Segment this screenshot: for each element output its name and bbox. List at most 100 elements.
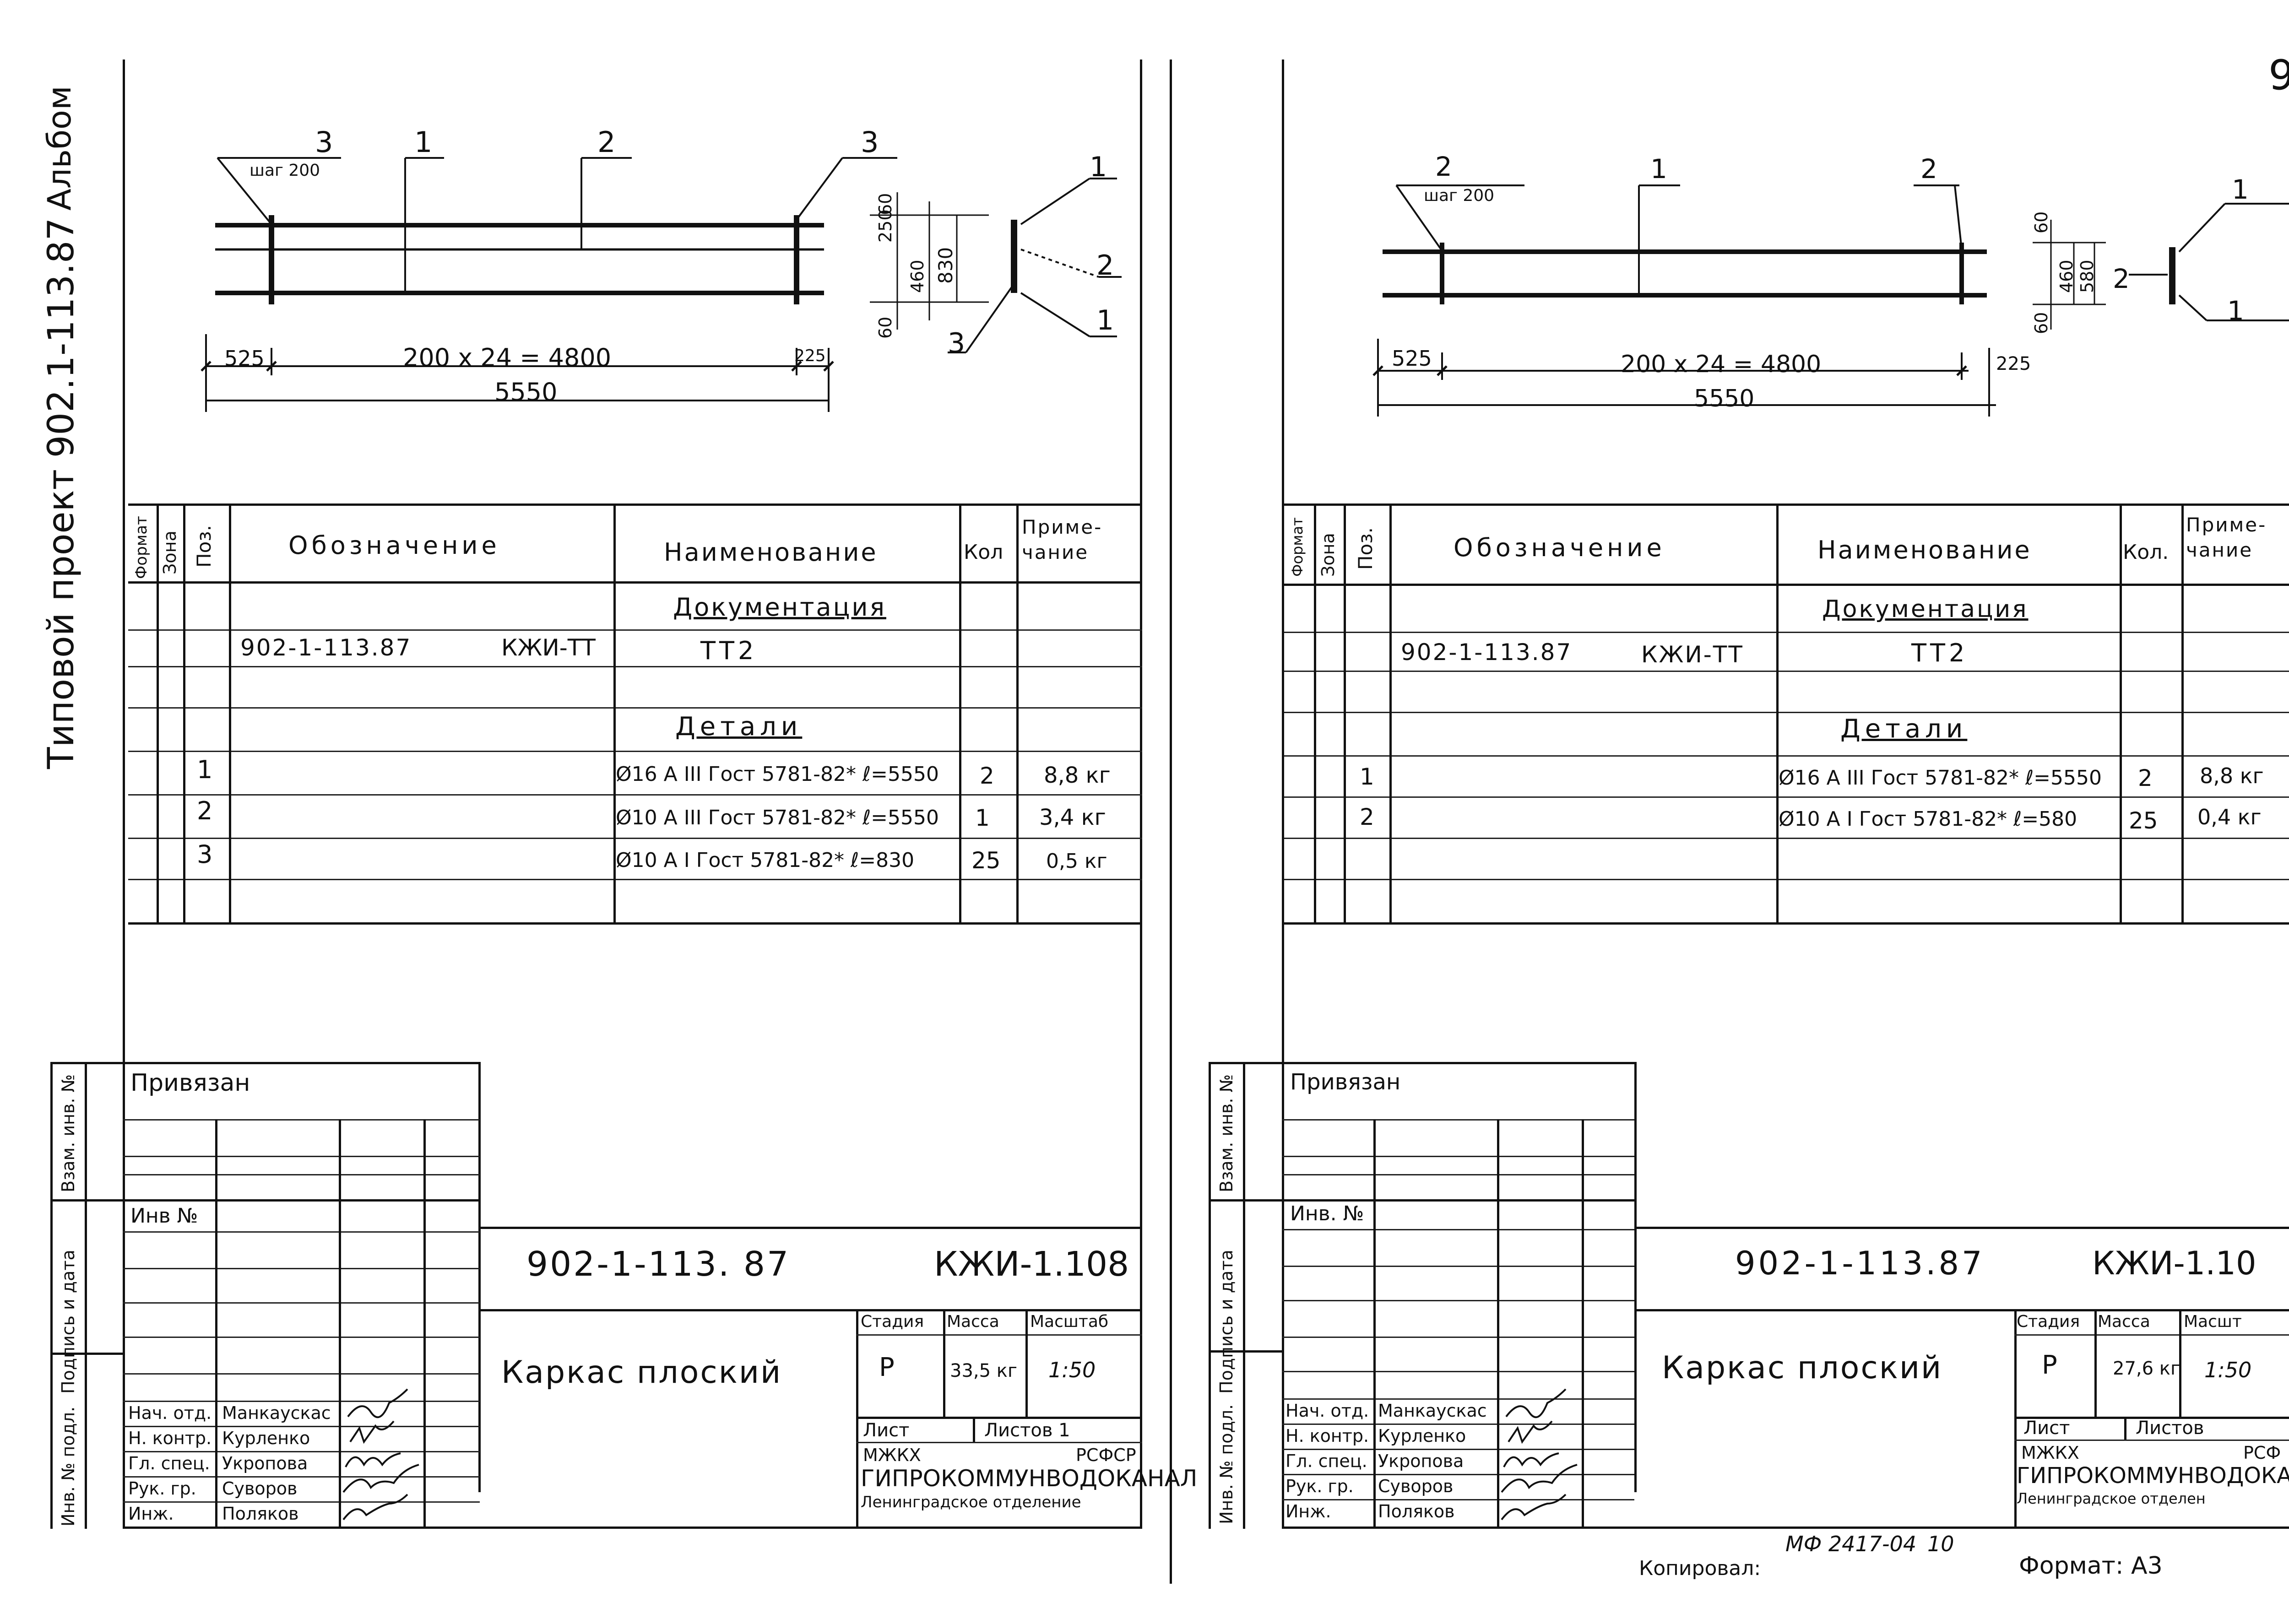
- sheet1-stage-label: Стадия: [861, 1312, 924, 1331]
- sheet2-org-line1-right: РСФ: [2243, 1443, 2281, 1463]
- sheet1-dim-total: 5550: [494, 378, 558, 406]
- sheet1-dim-right: 225: [794, 346, 826, 365]
- sheet2-dim-left: 525: [1392, 346, 1432, 371]
- sheet2-callout-b: 1: [1650, 153, 1667, 184]
- sheet2-header-qty: Кол.: [2123, 541, 2169, 564]
- sheet1-stage: Р: [879, 1353, 895, 1382]
- sheet1-org-line3: Ленинградское отделение: [861, 1493, 1081, 1511]
- sheet1-doc-code: КЖИ-ТТ: [501, 634, 596, 661]
- sheet2-dim-right: 225: [1996, 353, 2031, 374]
- sheet1-step-note: шаг 200: [250, 161, 320, 180]
- sheet2-doc-designation: 902-1-113.87: [1401, 639, 1573, 666]
- sheet1-mass: 33,5 кг: [950, 1360, 1017, 1381]
- sheet2-stage-label: Стадия: [2017, 1312, 2080, 1331]
- role-label: Инж.: [1286, 1501, 1331, 1521]
- sheet2-header-note: Приме-чание: [2186, 514, 2267, 561]
- sheet1-mass-label: Масса: [947, 1312, 999, 1331]
- sheet2-sheets-label: Листов: [2136, 1418, 2204, 1439]
- sheet2-privyazan: Привязан: [1290, 1069, 1401, 1095]
- role-label: Рук. гр.: [128, 1478, 196, 1499]
- sheet2-dim-middle: 200 х 24 = 4800: [1621, 351, 1822, 378]
- sheet1-callout-c: 2: [597, 125, 616, 159]
- signature-mark: [349, 1420, 395, 1444]
- sheet1-header-name: Наименование: [664, 538, 878, 567]
- sheet2-org-line1: МЖКХ: [2021, 1443, 2079, 1463]
- sheet2-header-name: Наименование: [1817, 536, 2032, 564]
- sheet1-header-qty: Кол: [964, 541, 1003, 564]
- sheet1-scale: 1:50: [1048, 1358, 1096, 1382]
- sheet2-header-designation: Обозначение: [1454, 533, 1665, 562]
- sheet2-doc-name: ТТ2: [1911, 639, 1969, 667]
- signature-mark: [345, 1452, 401, 1467]
- sheet1-sheet-label: Лист: [863, 1420, 910, 1441]
- sheet-separator: [1170, 60, 1172, 1584]
- role-label: Н. контр.: [128, 1428, 212, 1448]
- sheet1-sheets-label: Листов 1: [984, 1420, 1070, 1441]
- sheet2-org-line2: ГИПРОКОММУНВОДОКАН: [2017, 1463, 2289, 1489]
- sheet1-sec-callout-1b: 1: [1096, 304, 1114, 336]
- sheet2-inv-no: Инв. №: [1290, 1202, 1364, 1225]
- sheet1-project-code: 902-1-113. 87: [526, 1245, 791, 1284]
- role-name: Суворов: [222, 1478, 298, 1499]
- role-name: Манкаускас: [222, 1403, 331, 1423]
- role-label: Нач. отд.: [1286, 1401, 1369, 1421]
- sheet2-mass: 27,6 кг: [2113, 1358, 2180, 1379]
- row-qty: 2: [980, 763, 994, 789]
- signature-mark: [1508, 1420, 1553, 1444]
- signature-mark: [342, 1494, 408, 1521]
- sheet2-sec-callout-1a: 1: [2232, 174, 2249, 205]
- role-name: Курленко: [222, 1428, 310, 1448]
- role-label: Рук. гр.: [1286, 1476, 1354, 1496]
- sheet1-scale-label: Масштаб: [1030, 1312, 1109, 1331]
- sheet1-header-note: Приме-чание: [1022, 516, 1103, 563]
- row-note: 8,8 кг: [1044, 763, 1111, 788]
- role-name: Укропова: [1378, 1451, 1464, 1471]
- sheet1-inv-no: Инв №: [130, 1204, 198, 1228]
- sheet2-section-parts: Детали: [1840, 714, 1968, 744]
- sheet1-sec-callout-1a: 1: [1090, 151, 1107, 183]
- row-pos: 2: [197, 796, 213, 825]
- sheet2-step-note: шаг 200: [1424, 186, 1495, 205]
- sheet2-callout-c: 2: [1920, 153, 1937, 184]
- row-name: Ø10 А I Гост 5781-82* ℓ=830: [616, 849, 915, 872]
- row-qty: 25: [971, 847, 1001, 874]
- row-note: 8,8 кг: [2200, 763, 2264, 788]
- footer-order-sheet: 10: [1927, 1532, 1954, 1556]
- sheet2-frame-bottom: [1282, 1527, 2289, 1529]
- role-name: Поляков: [222, 1504, 299, 1524]
- row-note: 0,4 кг: [2197, 805, 2262, 829]
- row-name: Ø16 А III Гост 5781-82* ℓ=5550: [1779, 766, 2102, 790]
- sheet1-section-docs: Документация: [673, 593, 886, 622]
- row-name: Ø10 А I Гост 5781-82* ℓ=580: [1779, 807, 2077, 831]
- sheet2-sec-callout-2: 2: [2113, 263, 2130, 294]
- signature-mark: [1503, 1452, 1559, 1467]
- sheet1-sheet-code: КЖИ-1.108: [934, 1245, 1129, 1284]
- sheet1-callout-a: 3: [315, 125, 333, 159]
- row-qty: 25: [2129, 807, 2158, 834]
- row-qty: 1: [975, 805, 990, 831]
- sheet1-callout-b: 1: [414, 125, 433, 159]
- sheet1-sec-callout-2: 2: [1096, 249, 1114, 281]
- sheet1-frame-left: [123, 60, 125, 1529]
- sheet1-section-parts: Детали: [675, 712, 803, 742]
- row-pos: 3: [197, 840, 213, 869]
- footer-order-no: МФ 2417-04: [1785, 1532, 1917, 1556]
- sheet2-section-docs: Документация: [1822, 595, 2029, 623]
- sheet1-sec-callout-3: 3: [948, 327, 966, 359]
- sheet1-drawing-title: Каркас плоский: [501, 1354, 782, 1391]
- role-label: Гл. спец.: [128, 1453, 210, 1473]
- sheet1-org-line2: ГИПРОКОММУНВОДОКАНАЛ: [861, 1465, 1198, 1492]
- sheet2-org-line3: Ленинградское отделен: [2017, 1490, 2206, 1507]
- sheet1-privyazan: Привязан: [130, 1069, 250, 1097]
- page-number: 9: [2268, 51, 2289, 99]
- sheet2-frame-left: [1282, 60, 1284, 1529]
- signature-mark: [342, 1464, 419, 1493]
- row-pos: 2: [1360, 804, 1374, 830]
- signature-mark: [1501, 1494, 1567, 1521]
- sheet1-doc-designation: 902-1-113.87: [240, 634, 412, 661]
- row-qty: 2: [2138, 765, 2153, 791]
- sheet2-mass-label: Масса: [2098, 1312, 2150, 1331]
